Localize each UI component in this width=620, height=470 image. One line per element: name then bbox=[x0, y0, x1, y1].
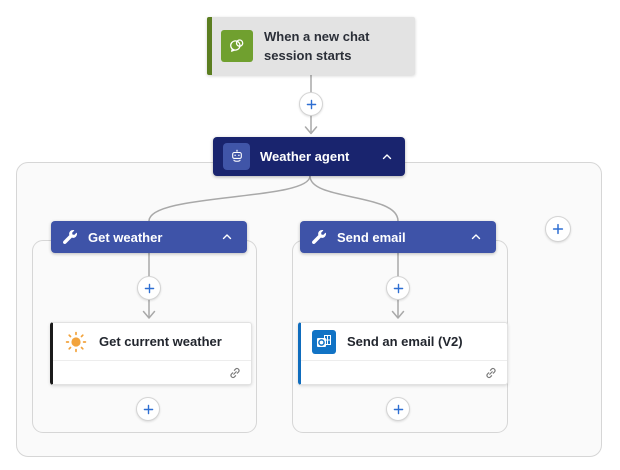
action-card-get-current-weather[interactable]: Get current weather bbox=[50, 322, 252, 385]
chat-icon bbox=[221, 30, 253, 62]
bot-icon bbox=[223, 143, 250, 170]
wrench-icon bbox=[312, 230, 326, 244]
add-step-button-get-weather[interactable] bbox=[137, 276, 161, 300]
tool-header-send-email[interactable]: Send email bbox=[300, 221, 496, 253]
connection-icon[interactable] bbox=[228, 366, 242, 380]
agent-label: Weather agent bbox=[260, 149, 350, 164]
plus-icon bbox=[143, 404, 153, 414]
plus-icon bbox=[552, 223, 564, 235]
add-branch-button[interactable] bbox=[545, 216, 571, 242]
sun-icon bbox=[64, 330, 88, 354]
tool-header-get-weather[interactable]: Get weather bbox=[51, 221, 247, 253]
trigger-title: When a new chat session starts bbox=[264, 29, 370, 63]
collapse-agent-button[interactable] bbox=[379, 149, 395, 165]
collapse-send-email-button[interactable] bbox=[468, 229, 484, 245]
action-label: Send an email (V2) bbox=[347, 334, 463, 349]
weather-agent-card[interactable]: Weather agent bbox=[213, 137, 405, 176]
chevron-up-icon bbox=[222, 234, 232, 240]
chevron-up-icon bbox=[471, 234, 481, 240]
plus-icon bbox=[144, 283, 154, 293]
add-step-button-top[interactable] bbox=[299, 92, 323, 116]
add-action-button-get-weather-bottom[interactable] bbox=[136, 397, 160, 421]
tool-header-label: Get weather bbox=[88, 229, 163, 245]
plus-icon bbox=[306, 99, 316, 109]
plus-icon bbox=[393, 283, 403, 293]
connection-icon[interactable] bbox=[484, 366, 498, 380]
outlook-icon bbox=[312, 329, 336, 354]
trigger-card-when-a-new-chat-session-starts[interactable]: When a new chat session starts bbox=[207, 17, 415, 75]
collapse-get-weather-button[interactable] bbox=[219, 229, 235, 245]
action-label: Get current weather bbox=[99, 334, 222, 349]
wrench-icon bbox=[63, 230, 77, 244]
action-card-send-an-email-v2[interactable]: Send an email (V2) bbox=[298, 322, 508, 385]
chevron-up-icon bbox=[382, 153, 392, 159]
tool-header-label: Send email bbox=[337, 229, 406, 245]
plus-icon bbox=[393, 404, 403, 414]
add-action-button-send-email-bottom[interactable] bbox=[386, 397, 410, 421]
add-step-button-send-email[interactable] bbox=[386, 276, 410, 300]
